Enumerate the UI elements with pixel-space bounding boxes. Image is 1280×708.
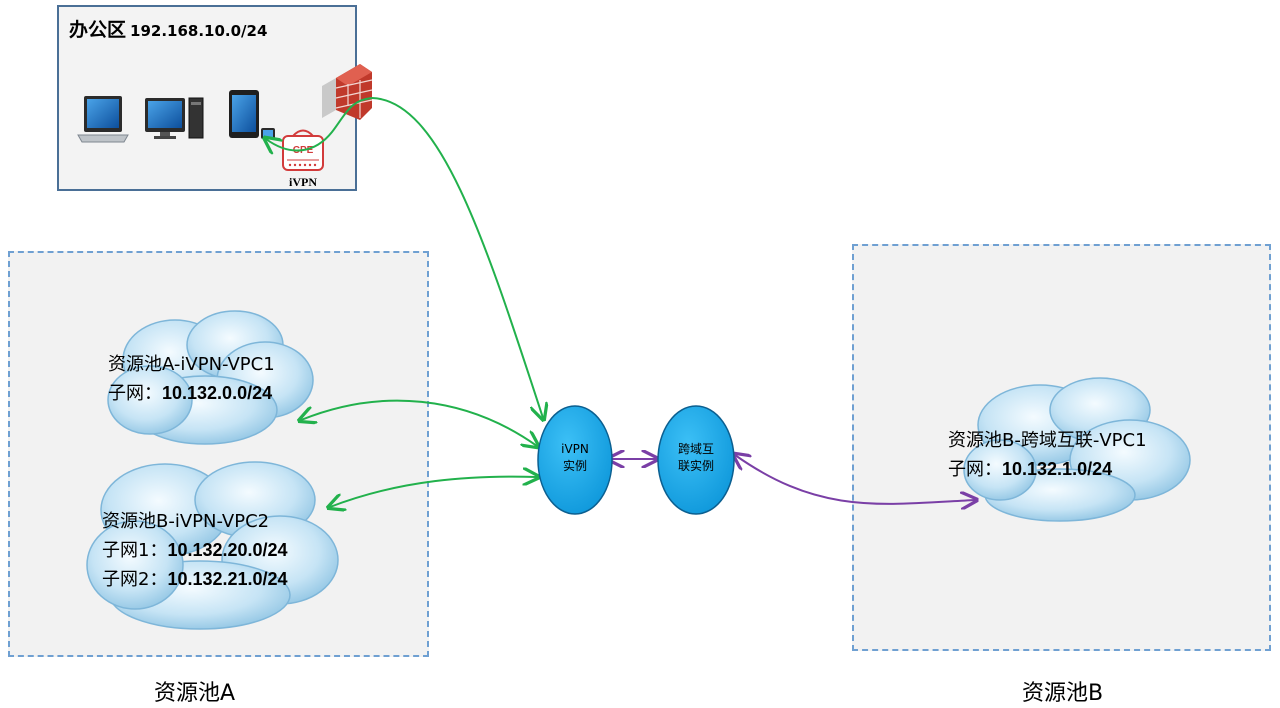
- router-ivpn-label: iVPN: [289, 175, 317, 189]
- vpc2-subnet2-label: 子网2：: [102, 569, 168, 590]
- ivpn-instance-line2: 实例: [562, 459, 587, 473]
- ivpn-instance-line1: iVPN: [561, 442, 589, 456]
- vpc1-to-ivpn-link: [301, 399, 537, 446]
- vpcb-label: 资源池B-跨域互联-VPC1 子网：10.132.1.0/24: [948, 426, 1147, 484]
- router-icon: [282, 129, 324, 171]
- vpc2-name: 资源池B-iVPN-VPC2: [102, 511, 270, 532]
- office-to-ivpn-link: [371, 97, 543, 418]
- pool-b-label: 资源池B: [1022, 681, 1104, 706]
- office-name: 办公区: [69, 19, 127, 41]
- office-subnet: 192.168.10.0/24: [130, 22, 268, 40]
- cloud-icon: [86, 461, 339, 630]
- cross-domain-instance-node: [657, 405, 735, 515]
- vpc1-label: 资源池A-iVPN-VPC1 子网：10.132.0.0/24: [108, 350, 275, 408]
- vpc2-subnet1-row: 子网1：10.132.20.0/24: [102, 536, 288, 565]
- ivpn-instance-label: iVPN 实例: [545, 441, 605, 475]
- cross-instance-line2: 联实例: [677, 459, 714, 473]
- vpcb-subnet-value: 10.132.1.0/24: [1002, 459, 1113, 479]
- vpc1-subnet-row: 子网：10.132.0.0/24: [108, 379, 275, 408]
- vpcb-subnet-row: 子网：10.132.1.0/24: [948, 455, 1147, 484]
- ivpn-instance-node: [537, 405, 613, 515]
- cloud-icon: [107, 310, 314, 445]
- vpc2-subnet2-row: 子网2：10.132.21.0/24: [102, 565, 288, 594]
- cloud-icon: [963, 377, 1191, 522]
- firewall-icon: [322, 64, 373, 120]
- cross-instance-label: 跨域互 联实例: [666, 441, 726, 475]
- cross-to-vpcb-link: [735, 455, 975, 504]
- tablet-icon: [229, 90, 275, 139]
- vpc2-subnet2-value: 10.132.21.0/24: [167, 569, 288, 589]
- vpcb-subnet-label: 子网：: [948, 459, 1002, 480]
- vpc2-subnet1-label: 子网1：: [102, 540, 168, 561]
- pool-a-label: 资源池A: [154, 681, 236, 706]
- vpc1-subnet-value: 10.132.0.0/24: [162, 383, 273, 403]
- vpc2-label: 资源池B-iVPN-VPC2 子网1：10.132.20.0/24 子网2：10…: [102, 507, 288, 594]
- vpcb-name: 资源池B-跨域互联-VPC1: [948, 430, 1147, 451]
- cross-instance-line1: 跨域互: [677, 442, 714, 456]
- desktop-icon: [145, 97, 204, 139]
- vpc1-name: 资源池A-iVPN-VPC1: [108, 354, 275, 375]
- vpc2-to-ivpn-link: [330, 477, 537, 507]
- office-internal-link: [266, 97, 373, 151]
- vpc2-subnet1-value: 10.132.20.0/24: [167, 540, 288, 560]
- laptop-icon: [77, 96, 129, 143]
- vpc1-subnet-label: 子网：: [108, 383, 162, 404]
